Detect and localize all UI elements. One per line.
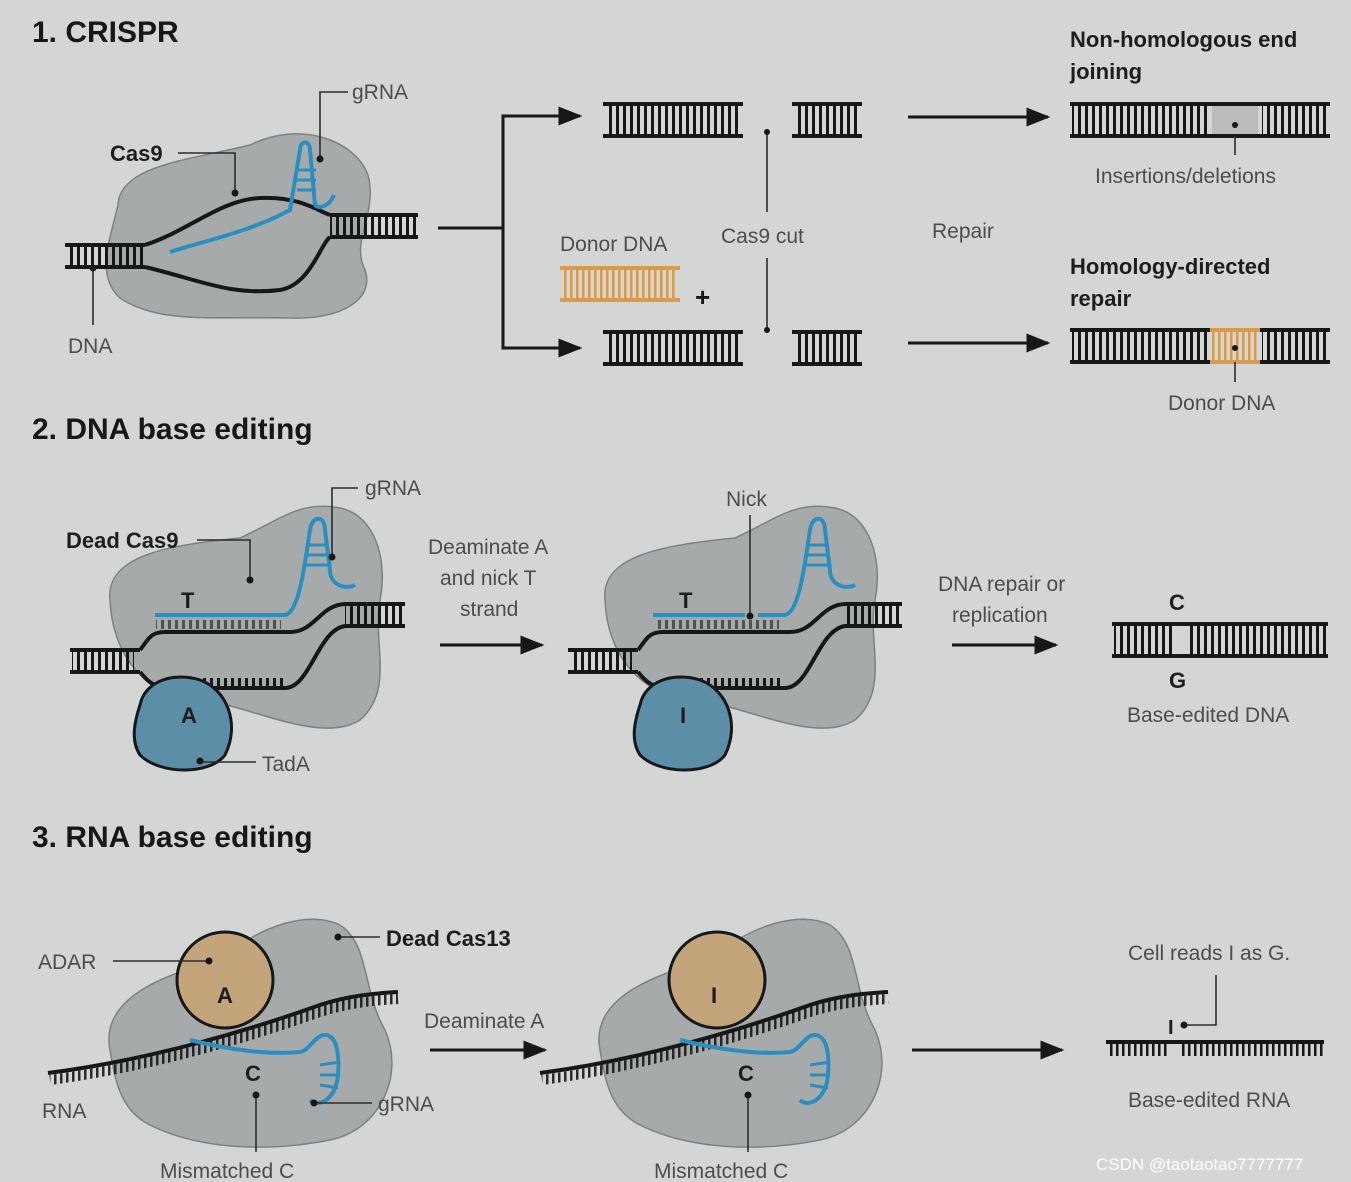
grna-strand-rna: [189, 1032, 341, 1105]
plus-sign: +: [695, 282, 710, 312]
result-base-g: G: [1169, 668, 1186, 693]
grna-leader-dna: [331, 487, 358, 556]
dna-rungs-left: [67, 246, 145, 266]
base-c-right: C: [738, 1061, 754, 1086]
section-2-title: 2. DNA base editing: [32, 413, 313, 446]
donor-dna-result-label: Donor DNA: [1168, 392, 1275, 415]
mismatched-c-label-left: Mismatched C: [160, 1160, 294, 1182]
branch-arrow-bottom: [501, 228, 583, 358]
dead-cas9-complex-after: [568, 505, 902, 772]
rna-label: RNA: [42, 1100, 86, 1123]
rna-strand-left: [47, 990, 399, 1075]
grna-label-dna: gRNA: [365, 477, 421, 500]
dna-bottom-strand: [144, 235, 332, 294]
hdr-title-line2: repair: [1070, 286, 1132, 311]
dead-cas13-complex-before: [47, 918, 399, 1148]
cas9-label: Cas9: [110, 141, 163, 166]
base-edited-rna-label: Base-edited RNA: [1128, 1089, 1290, 1112]
grna-leader: [319, 91, 348, 158]
base-a: A: [181, 703, 197, 728]
cut-dna-top: [603, 102, 862, 138]
mismatched-c-label-right: Mismatched C: [654, 1160, 788, 1182]
dna-top-strand: [144, 195, 331, 247]
adar-enzyme: [175, 930, 275, 1030]
adar-label: ADAR: [38, 951, 96, 974]
grna-strand-dna: [155, 516, 356, 617]
watermark: CSDN @taotaotao7777777: [1096, 1155, 1303, 1174]
cell-reads-label: Cell reads I as G.: [1128, 942, 1290, 965]
nhej-title-line1: Non-homologous end: [1070, 27, 1297, 52]
step2-line2: replication: [952, 604, 1048, 627]
base-c-left: C: [245, 1061, 261, 1086]
result-base-c: C: [1169, 590, 1185, 615]
donor-dna-fragment: [560, 266, 680, 302]
step1-line1: Deaminate A: [428, 536, 548, 559]
dead-cas9-label: Dead Cas9: [66, 528, 179, 553]
cas9-complex: [65, 133, 418, 319]
base-edited-dna: [1112, 622, 1328, 658]
nhej-repaired-dna: [1070, 102, 1330, 155]
grna-label: gRNA: [352, 81, 408, 104]
nhej-title-line2: joining: [1069, 59, 1142, 84]
cell-reads-leader: [1186, 975, 1217, 1026]
grna-hairpin: [296, 168, 316, 192]
step1-line3: strand: [460, 598, 518, 621]
grna-strand: [169, 140, 317, 254]
dead-cas9-complex-before: [70, 505, 405, 772]
result-base-i: I: [1168, 1017, 1174, 1039]
indels-label: Insertions/deletions: [1095, 165, 1276, 188]
nick-label: Nick: [726, 488, 767, 511]
branch-arrow-top: [501, 106, 583, 228]
base-t-left: T: [181, 588, 195, 613]
hdr-repaired-dna: [1070, 328, 1330, 382]
dead-cas13-complex-after: [539, 918, 889, 1148]
tada-enzyme: [132, 675, 233, 772]
cas9-leader: [178, 152, 236, 192]
adar-base-a: A: [217, 983, 233, 1008]
donor-dna-label: Donor DNA: [560, 233, 667, 256]
cut-dna-bottom: [603, 330, 862, 366]
base-edited-rna: [1106, 1040, 1324, 1056]
step1-line2: and nick T: [440, 567, 537, 590]
section-3-title: 3. RNA base editing: [32, 821, 313, 854]
dead-cas9-leader: [197, 539, 251, 578]
section-1-title: 1. CRISPR: [32, 16, 179, 49]
tada-label: TadA: [262, 753, 310, 776]
base-i: I: [680, 703, 686, 728]
dna-rungs-right: [330, 216, 416, 236]
dna-label: DNA: [68, 335, 112, 358]
base-edited-dna-label: Base-edited DNA: [1127, 704, 1289, 727]
rna-step1-label: Deaminate A: [424, 1010, 544, 1033]
dead-cas13-label: Dead Cas13: [386, 926, 511, 951]
base-t-right: T: [679, 588, 693, 613]
repair-label: Repair: [932, 220, 994, 243]
hdr-title-line1: Homology-directed: [1070, 254, 1270, 279]
cas9-cut-label: Cas9 cut: [721, 225, 804, 248]
adar-base-i: I: [711, 983, 717, 1008]
step2-line1: DNA repair or: [938, 573, 1065, 596]
grna-label-rna: gRNA: [378, 1093, 434, 1116]
